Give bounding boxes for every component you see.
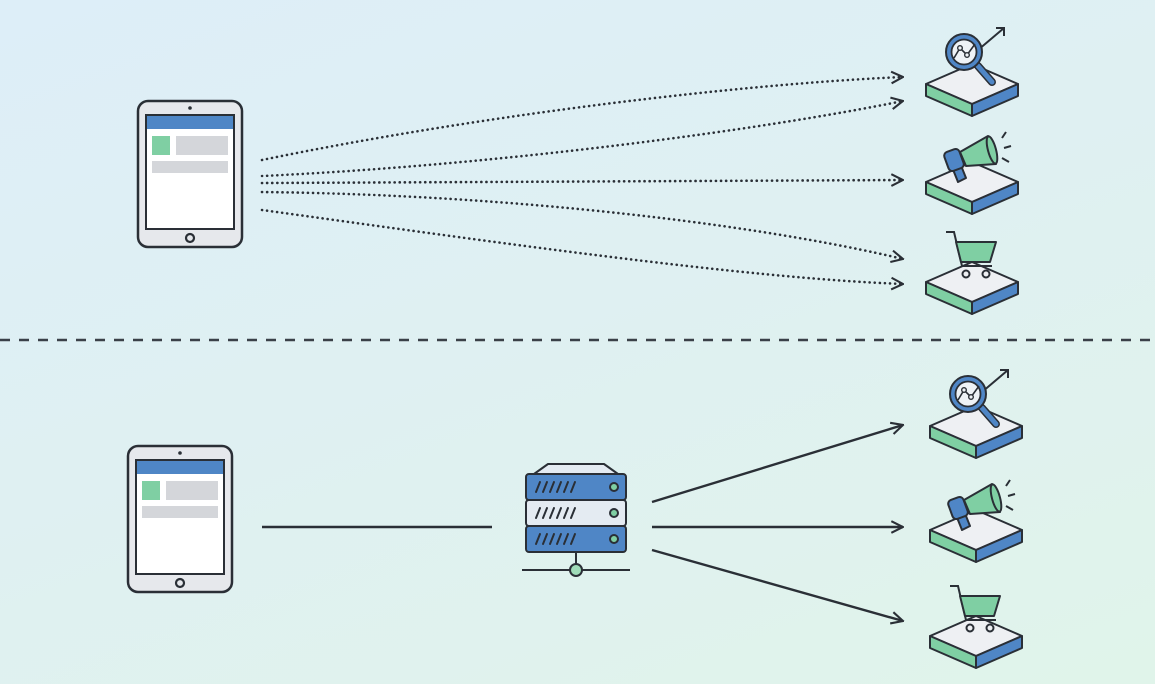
megaphone-icon xyxy=(926,132,1018,214)
shopping-cart-icon xyxy=(930,586,1022,668)
tablet-icon xyxy=(136,99,244,249)
connector-to-analytics-2 xyxy=(260,101,903,178)
connector-server-to-analytics xyxy=(651,425,903,504)
tablet-icon xyxy=(126,444,234,594)
connector-to-marketing xyxy=(260,180,905,183)
connector-server-to-ecommerce xyxy=(651,548,903,621)
megaphone-icon xyxy=(930,480,1022,562)
connector-to-analytics-1 xyxy=(260,77,903,162)
server-icon xyxy=(521,463,631,577)
analytics-magnifier-icon xyxy=(926,28,1018,116)
dotted-connectors xyxy=(260,77,905,284)
connector-to-ecommerce-2 xyxy=(260,208,903,284)
connector-to-ecommerce-1 xyxy=(260,190,903,259)
shopping-cart-icon xyxy=(926,232,1018,314)
analytics-magnifier-icon xyxy=(930,370,1022,458)
solid-connectors xyxy=(651,425,903,621)
